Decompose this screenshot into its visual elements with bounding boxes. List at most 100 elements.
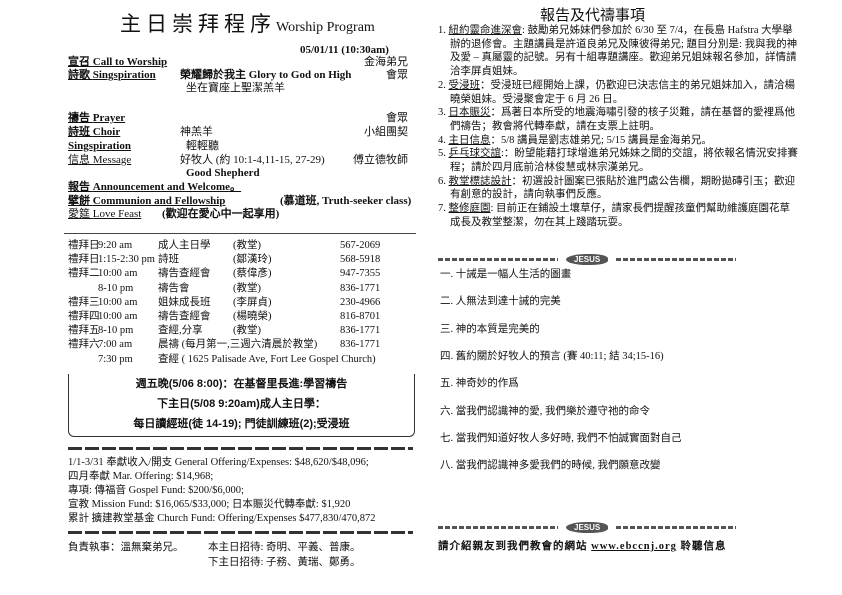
finance-line: 四月奉獻 Mar. Offering: $14,968; [68, 471, 214, 482]
title-zh: 主日崇拜程序 [120, 12, 276, 36]
announcement-item: 3. 日本賑災：爲著日本所受的地震海嘯引發的核子災難，請在基督的愛裡爲他們禱告；… [438, 107, 795, 132]
announcement-topic: 教堂標誌設計 [448, 175, 512, 187]
finance-line: 宣教 Mission Fund: $16,065/$33,000; 日本賑災代轉… [68, 499, 351, 510]
schedule-contact: (楊曉榮) [233, 311, 272, 322]
announcement-item: 5. 乒乓球交誼:：盼望能藉打球增進弟兄姊妹之間的交誼，將依報名情況安排賽程；請… [438, 148, 798, 174]
announcement-topic: 日本賑災 [448, 107, 491, 119]
schedule-activity: 禱告會 [158, 282, 190, 294]
notice-line: 下主日(5/08 9:20am)成人主日學： [157, 398, 326, 410]
ushers-this-week: 本主日招待: 奇明、平義、普康。 [208, 542, 361, 553]
program-item: 報告 Announcement and Welcome。 [68, 181, 242, 193]
website-line: 請介紹親友到我們教會的網站 www.ebccnj.org 聆聽信息 [438, 541, 727, 552]
jesus-fish-divider: JESUS [438, 522, 737, 533]
schedule-activity: 禱告查經會 [158, 311, 211, 322]
website-link[interactable]: www.ebccnj.org [591, 541, 677, 552]
notice-box: 週五晚(5/06 8:00)：在基督里長進:學習禱告 下主日(5/08 9:20… [68, 374, 415, 437]
sermon-point: 五. 神奇妙的作爲 [440, 378, 519, 390]
schedule-activity: 成人主日學 [158, 240, 211, 251]
schedule-time: 1:15-2:30 pm [98, 254, 155, 266]
sermon-point: 四. 舊約關於好牧人的預言 (賽 40:11; 結 34;15-16) [440, 350, 664, 362]
dashed-divider [68, 531, 413, 534]
schedule-contact: (教堂) [233, 325, 261, 337]
schedule-phone: 568-5918 [340, 254, 381, 266]
service-date: 05/01/11 (10:30am) [300, 44, 389, 56]
schedule-time: 8-10 pm [98, 325, 134, 337]
notice-line: 週五晚(5/06 8:00)：在基督里長進:學習禱告 [135, 378, 348, 390]
announcement-item: 2. 受浸班：受浸班已經開始上課，仍歡迎已決志信主的弟兄姐妹加入，請洽楊曉榮姐妹… [438, 79, 795, 105]
schedule-time: 10:00 am [98, 311, 138, 322]
schedule-time: 10:00 am [98, 296, 138, 308]
announcement-topic: 乒乓球交誼 [448, 148, 502, 160]
sermon-point: 八. 當我們認識神多愛我們的時候, 我們願意改變 [440, 460, 661, 472]
program-item: 愛筵 Love Feast (歡迎在愛心中一起享用) [68, 208, 280, 220]
program-item-line2: 坐在寶座上聖潔羔羊 [186, 82, 285, 94]
schedule-activity: 姐妹成長班 [158, 296, 211, 308]
schedule-phone: 836-1771 [340, 325, 381, 337]
sermon-point: 七. 當我們知道好牧人多好時, 我們不怕誠實面對自己 [440, 432, 682, 444]
schedule-contact: (教堂) [233, 282, 261, 294]
schedule-time: 7:00 am [98, 339, 133, 351]
schedule-contact: (李屏貞) [233, 296, 272, 308]
schedule-contact: (鄒漢玲) [233, 254, 272, 266]
announcement-topic: 受浸班 [448, 79, 481, 91]
schedule-phone: 816-8701 [340, 311, 381, 322]
schedule-phone: 230-4966 [340, 296, 381, 308]
schedule-row: 7:30 pm 查經 ( 1625 Palisade Ave, Fort Lee … [68, 354, 408, 366]
sermon-point: 三. 神的本質是完美的 [440, 323, 540, 335]
program-item: 詩歌 Singspiration 榮耀歸於我主 Glory to God on … [68, 69, 408, 81]
program-item: 禱告 Prayer 會眾 [68, 112, 408, 124]
schedule-day: 禮拜日 [68, 240, 100, 251]
announcements-title: 報告及代禱事項 [540, 8, 646, 24]
schedule-phone: 567-2069 [340, 240, 381, 251]
announcement-topic: 紐約靈命進深會 [448, 25, 523, 36]
program-item: 宣召 Call to Worship 金海弟兄 [68, 56, 408, 68]
divider [64, 233, 416, 234]
schedule-activity: 查經,分享 [158, 325, 203, 337]
schedule-day: 禮拜四 [68, 311, 100, 322]
schedule-row: 8-10 pm 禱告會 (教堂) 836-1771 [68, 283, 408, 295]
announcement-topic: 主日信息 [448, 134, 491, 146]
title-en: Worship Program [276, 20, 375, 35]
schedule-activity: 晨禱 (每月第一,三週六清晨於教堂) [158, 339, 318, 351]
schedule-time: 9:20 am [98, 240, 133, 251]
schedule-day: 禮拜二 [68, 268, 100, 280]
program-item: 詩班 Choir 神羔羊 小組團契 [68, 126, 408, 138]
schedule-day: 禮拜五 [68, 325, 100, 337]
schedule-phone: 836-1771 [340, 339, 381, 351]
announcement-item: 7. 整修庭園: 目前正在鋪設土壤草仔，請家長們提醒孩童們幫助維護庭園花草成長及… [438, 203, 791, 228]
finance-line: 專項: 傳福音 Gospel Fund: $200/$6,000; [68, 485, 244, 496]
announcement-topic: 整修庭園 [448, 203, 491, 215]
program-item: 信息 Message 好牧人 (約 10:1-4,11-15, 27-29) 傅… [68, 154, 408, 166]
schedule-activity: 禱告查經會 [158, 268, 211, 280]
schedule-time: 10:00 am [98, 268, 138, 280]
program-item: Singspiration 輕輕聽 [68, 140, 219, 152]
announcement-item: 4. 主日信息：5/8 講員是劉志雄弟兄; 5/15 講員是金海弟兄。 [438, 134, 712, 146]
schedule-time: 7:30 pm [98, 353, 133, 365]
program-item-line2: Good Shepherd [186, 167, 260, 179]
schedule-contact: (教堂) [233, 240, 261, 251]
finance-line: 1/1-3/31 奉獻收入/開支 General Offering/Expens… [68, 457, 369, 468]
announcement-list: 1. 紐約靈命進深會: 鼓勵弟兄姊妹們參加於 6/30 至 7/4，在長島 Ha… [438, 24, 800, 230]
program-title: 主日崇拜程序Worship Program [120, 8, 375, 38]
notice-line: 每日讀經班(徒 14-19); 門徒訓練班(2);受浸班 [133, 418, 350, 430]
program-item: 擘餅 Communion and Fellowship (慕道班, Truth-… [68, 195, 412, 207]
finance-line: 累計 擴建教堂基金 Church Fund: Offering/Expenses… [68, 513, 376, 524]
sermon-point: 一. 十誡是一幅人生活的圖畫 [440, 269, 572, 280]
schedule-activity: 查經 ( 1625 Palisade Ave, Fort Lee Gospel … [158, 353, 376, 365]
schedule-phone: 836-1771 [340, 282, 381, 294]
announcement-item: 6. 教堂標誌設計：初選設計圖案已張貼於進門處公告欄，期盼拋磚引玉；歡迎有創意的… [438, 175, 795, 201]
jesus-fish-divider: JESUS [438, 254, 737, 265]
schedule-phone: 947-7355 [340, 268, 381, 280]
ushers-next-week: 下主日招待: 子務、黃瑞、鄭勇。 [208, 557, 361, 568]
schedule-day: 禮拜三 [68, 296, 100, 308]
schedule-day: 禮拜日 [68, 254, 100, 266]
dashed-divider [68, 447, 413, 450]
schedule-time: 8-10 pm [98, 282, 134, 294]
